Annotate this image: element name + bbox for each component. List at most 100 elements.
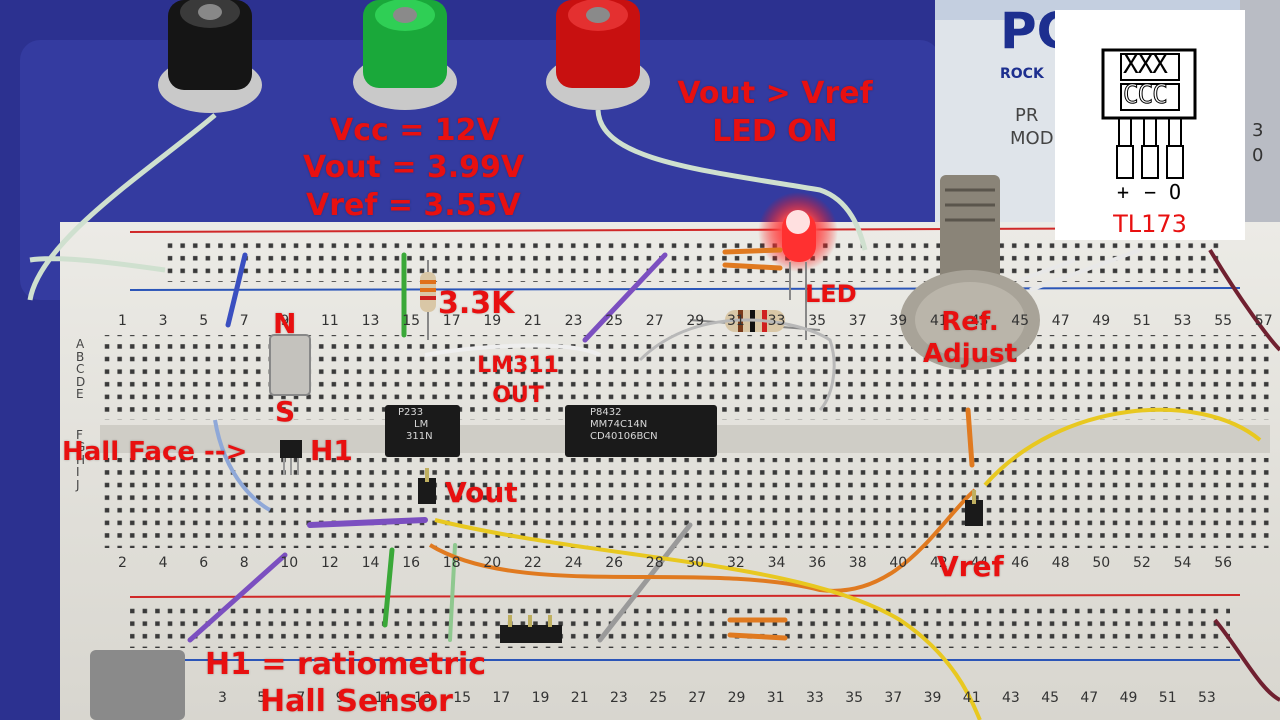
tl173-pin-minus: − [1144, 180, 1157, 204]
column-number: 16 [402, 555, 421, 571]
wire-dark-red [1208, 248, 1280, 352]
column-number: 34 [767, 555, 786, 571]
wire-orange-long [428, 488, 977, 593]
lm311-marking-line1: P233 [398, 407, 424, 418]
column-number: 28 [645, 555, 664, 571]
column-number: 2 [118, 555, 127, 571]
h1-description-line2: Hall Sensor [260, 684, 453, 719]
hall-sensor-h1 [280, 440, 302, 475]
column-number: 6 [199, 555, 209, 571]
column-number: 44 [970, 555, 989, 571]
column-number: 35 [845, 690, 864, 706]
column-number: 57 [1254, 313, 1273, 329]
column-number: 12 [321, 555, 339, 571]
h1-label: H1 [310, 434, 353, 467]
green-banana-jack [353, 0, 457, 110]
wire-yellow-right [983, 407, 1262, 487]
column-number: 9 [280, 313, 290, 329]
tl173-marking-bottom: CCC [1123, 80, 1169, 111]
column-number: 19 [483, 313, 502, 329]
side-digit-2: 0 [1252, 145, 1264, 166]
column-number: 11 [321, 313, 339, 329]
row-letter: F [76, 427, 83, 442]
column-number: 22 [524, 555, 542, 571]
column-number: 41 [962, 690, 981, 706]
column-number: 3 [158, 313, 168, 329]
column-number: 5 [199, 313, 209, 329]
column-number: 38 [848, 555, 867, 571]
column-number: 33 [767, 313, 786, 329]
bottom-rail-red-line [129, 594, 1241, 598]
top-rail-blue-line [129, 287, 1241, 291]
vcc-label: Vcc = 12V [330, 113, 500, 148]
potentiometer [900, 175, 1141, 370]
led-label: LED [805, 280, 857, 308]
jumper-blue-1 [225, 252, 248, 328]
column-number: 51 [1158, 690, 1177, 706]
red-banana-jack [546, 0, 650, 110]
column-number: 43 [1002, 690, 1020, 706]
tl173-pin-plus: + [1117, 180, 1130, 204]
wire-dark-red-2 [1213, 618, 1280, 702]
column-number: 54 [1173, 555, 1192, 571]
header-pins-vref [965, 490, 983, 526]
vref-value-label: Vref = 3.55V [306, 188, 521, 223]
tl173-marking-top: XXX [1123, 50, 1168, 80]
column-number: 47 [1080, 690, 1099, 706]
tl173-package-drawing [1101, 48, 1197, 179]
model-text-2: MOD [1010, 128, 1054, 149]
column-number: 51 [1133, 313, 1151, 329]
lm311-marking-line3: 311N [406, 431, 433, 442]
lm311-out-line1: LM311 [477, 353, 559, 378]
row-letter: A [76, 337, 85, 351]
column-number: 48 [1051, 555, 1070, 571]
column-number: 37 [848, 313, 867, 329]
top-rail-holes [160, 242, 1220, 282]
column-number: 9 [335, 690, 345, 706]
jumper-blue-hall [213, 419, 271, 512]
row-letter: C [76, 362, 85, 376]
header-pins-3 [500, 615, 562, 643]
wire-yellow-long [434, 518, 982, 720]
column-number: 21 [570, 690, 589, 706]
column-number: 15 [453, 690, 472, 706]
jumper-purple-3 [187, 552, 288, 643]
column-number: 14 [361, 555, 380, 571]
hex-inverter-chip [565, 405, 717, 457]
column-number: 25 [605, 313, 624, 329]
column-number: 1 [118, 313, 127, 329]
lm311-marking: P233 LM 311N [398, 407, 433, 443]
column-number: 35 [808, 313, 827, 329]
h1-description-line1: H1 = ratiometric [205, 647, 487, 682]
column-number: 53 [1198, 690, 1216, 706]
column-number: 23 [610, 690, 628, 706]
jumper-grey [597, 522, 693, 643]
column-number: 30 [686, 555, 705, 571]
row-letter: E [76, 387, 84, 401]
tl173-part-label: TL173 [1113, 210, 1187, 238]
column-number: 18 [442, 555, 461, 571]
resistor-3.3k [420, 260, 436, 340]
column-number: 45 [1011, 313, 1030, 329]
column-number: 47 [1051, 313, 1070, 329]
lm311-out-line2: OUT [492, 383, 544, 408]
column-number: 21 [524, 313, 542, 329]
column-number: 27 [688, 690, 707, 706]
column-number: 56 [1214, 555, 1233, 571]
column-number: 4 [158, 555, 168, 571]
column-number: 42 [930, 555, 948, 571]
column-number: 29 [727, 690, 746, 706]
black-banana-jack [158, 0, 262, 113]
brand-sub-text: ROCK [1000, 66, 1044, 82]
led-condition-line1: Vout > Vref [677, 76, 873, 111]
column-number: 52 [1133, 555, 1151, 571]
jumper-orange-3 [965, 407, 975, 468]
row-letter: G [76, 440, 86, 454]
ground-wire [27, 113, 217, 301]
column-number: 40 [889, 555, 908, 571]
component-box [90, 650, 185, 720]
column-number: 10 [280, 555, 299, 571]
hex-chip-marking-line3: CD40106BCN [590, 431, 658, 442]
column-number: 24 [564, 555, 583, 571]
column-number: 31 [766, 690, 785, 706]
